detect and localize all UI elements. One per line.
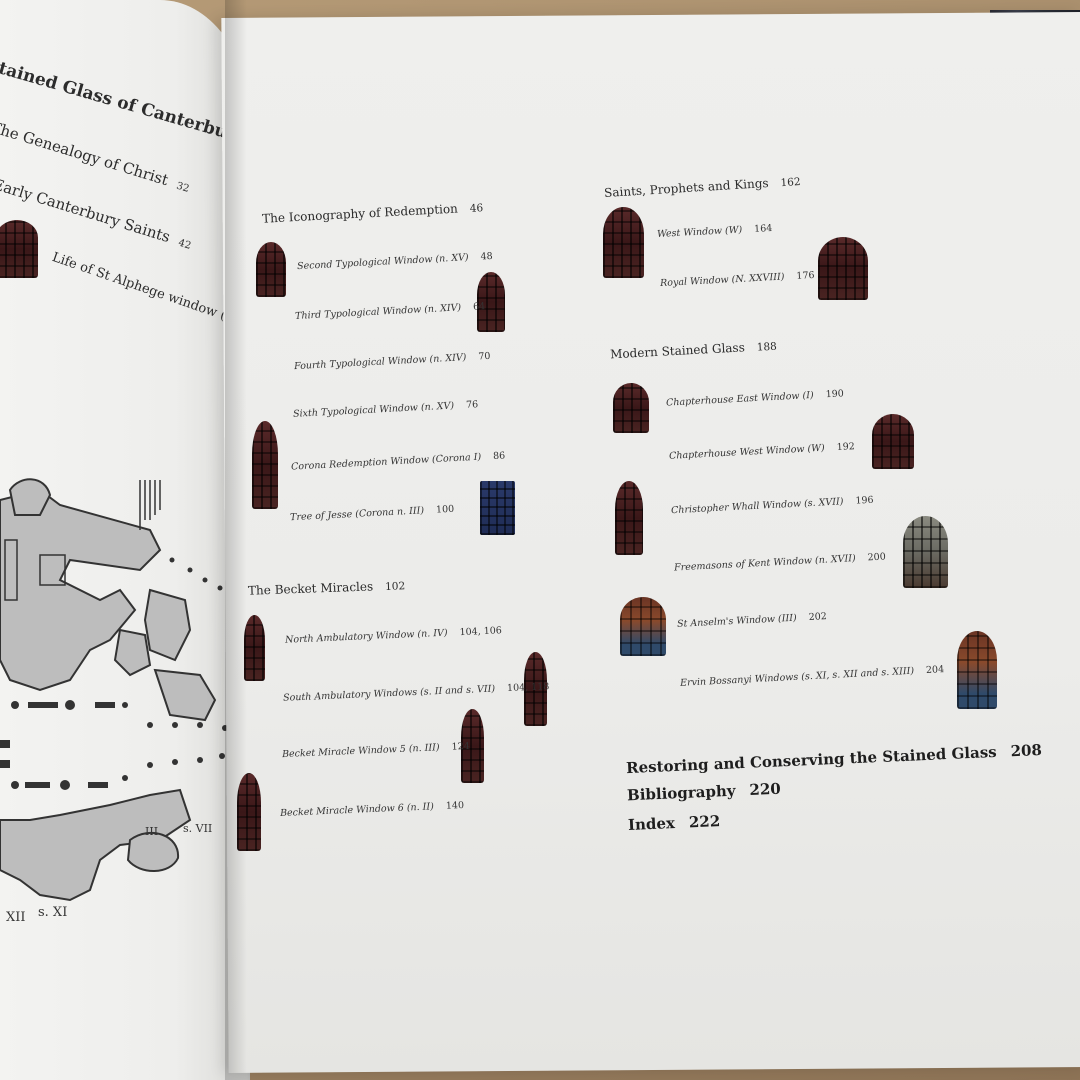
section-page: 46 xyxy=(469,202,484,215)
entry-page: 196 xyxy=(855,494,874,507)
stained-glass-window-icon xyxy=(603,207,644,278)
entry-page: 100 xyxy=(435,503,455,516)
entry-page: 70 xyxy=(478,350,491,363)
stained-glass-window-icon xyxy=(252,421,278,509)
cathedral-floor-plan xyxy=(0,478,228,902)
toc-item-page: 42 xyxy=(176,237,193,252)
entry-page: 204 xyxy=(925,664,945,677)
stained-glass-window-icon xyxy=(818,237,868,300)
entry-label: Index xyxy=(627,813,676,835)
stained-glass-window-icon xyxy=(957,631,997,709)
plan-label: XII xyxy=(6,910,26,925)
toc-item-page: 32 xyxy=(175,180,191,195)
entry-page: 192 xyxy=(836,441,856,454)
entry-page: 104, 118 xyxy=(506,681,550,695)
entry-page: 176 xyxy=(796,269,815,282)
stained-glass-window-icon xyxy=(461,709,484,783)
stained-glass-window-icon xyxy=(480,481,515,535)
entry-page: 220 xyxy=(749,779,782,800)
stained-glass-window-icon xyxy=(613,383,649,433)
entry-page: 86 xyxy=(492,450,506,463)
entry-page: 48 xyxy=(480,250,493,263)
left-page: Stained Glass of Canterbury Cathedral Th… xyxy=(0,0,250,1080)
section-page: 102 xyxy=(384,580,406,593)
stained-glass-window-icon xyxy=(477,272,505,332)
plan-label: s. XI xyxy=(38,905,68,920)
entry-page: 64 xyxy=(472,301,486,313)
section-page: 162 xyxy=(780,176,801,190)
entry-page: 76 xyxy=(465,399,479,411)
entry-page: 208 xyxy=(1010,740,1043,761)
stained-glass-window-icon xyxy=(872,414,914,469)
section-page: 188 xyxy=(756,340,778,354)
book-gutter-shadow xyxy=(225,0,247,1080)
toc-item-label: The Genealogy of Christ xyxy=(0,118,171,190)
entry-page: 104, 106 xyxy=(459,625,503,639)
entry-page: 190 xyxy=(825,388,845,401)
toc-item-label: Life of St Alphege window (N. XIX) xyxy=(50,250,250,339)
entry-page: 124 xyxy=(451,740,471,753)
stained-glass-window-icon xyxy=(615,481,643,555)
stained-glass-window-icon xyxy=(620,597,666,656)
stained-glass-window-icon xyxy=(244,615,265,681)
entry-page: 200 xyxy=(867,551,887,564)
stained-glass-window-icon xyxy=(903,516,948,588)
entry-page: 222 xyxy=(688,811,721,832)
entry-page: 202 xyxy=(808,611,828,624)
stained-glass-window-icon xyxy=(0,220,38,278)
plan-label: III xyxy=(145,825,159,838)
stained-glass-window-icon xyxy=(256,242,286,297)
toc-item: Life of St Alphege window (N. XIX)44 xyxy=(50,250,250,347)
entry-page: 164 xyxy=(753,222,773,235)
stained-glass-window-icon xyxy=(237,773,261,851)
plan-label: s. VII xyxy=(183,822,213,835)
stained-glass-window-icon xyxy=(524,652,547,726)
entry-page: 140 xyxy=(445,799,465,812)
right-page xyxy=(221,12,1080,1073)
